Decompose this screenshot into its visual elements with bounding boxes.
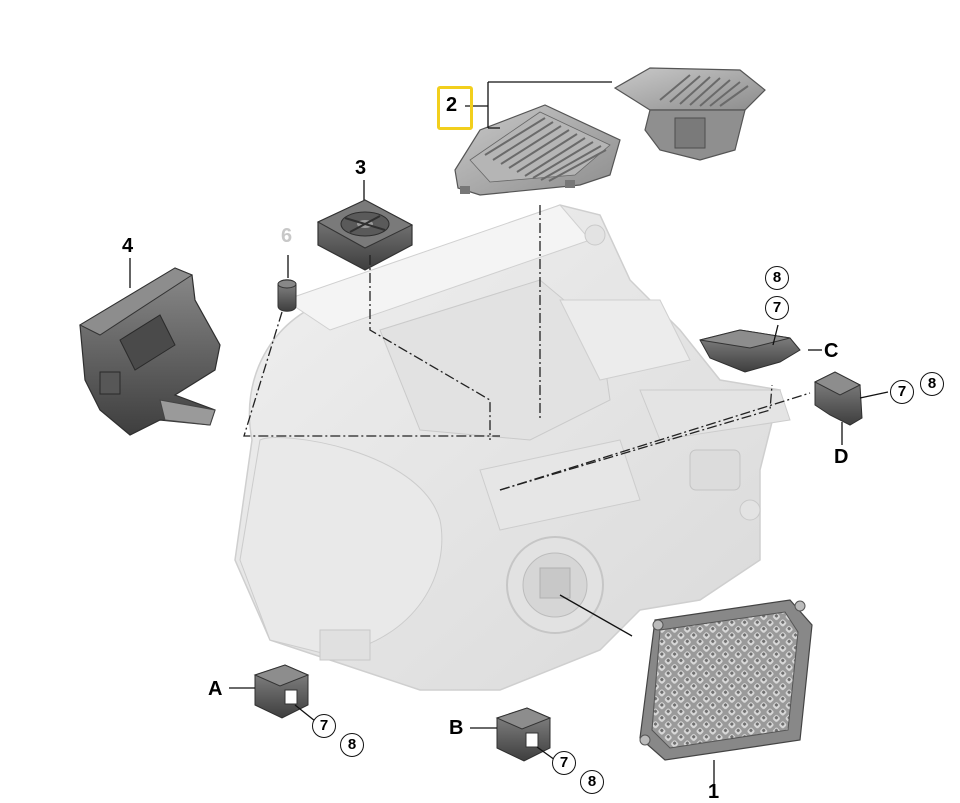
detail-d-label[interactable]: D [834,446,849,468]
part-6-label[interactable]: 6 [281,225,293,247]
leader-lines [129,81,822,795]
part-2-cover-large [454,104,621,196]
detail-a-clip [229,664,321,726]
part-2-highlight [437,86,473,130]
callout-8-c[interactable]: 8 [765,266,789,290]
part-2-label[interactable]: 2 [446,94,458,116]
callout-7-d[interactable]: 7 [890,380,914,404]
part-6-plug [277,279,297,312]
detail-c-connector [699,324,801,373]
callout-8-a[interactable]: 8 [340,733,364,757]
dash-dot-lines [243,205,811,491]
part-1-control-module [639,599,813,761]
part-1-label[interactable]: 1 [708,781,720,803]
detail-c-label[interactable]: C [824,340,839,362]
detail-a-label[interactable]: A [208,678,223,700]
callout-7-c[interactable]: 7 [765,296,789,320]
detail-b-clip [470,707,556,762]
callout-8-d[interactable]: 8 [920,372,944,396]
part-3-label[interactable]: 3 [355,157,367,179]
detail-b-label[interactable]: B [449,717,464,739]
part-3-fan [316,199,414,271]
part-4-label[interactable]: 4 [122,235,134,257]
callout-7-b[interactable]: 7 [552,751,576,775]
part-4-bracket [78,267,221,436]
callout-7-a[interactable]: 7 [312,714,336,738]
headlight-housing [234,204,791,691]
callout-8-b[interactable]: 8 [580,770,604,794]
part-2-cover-small [613,67,766,161]
detail-d-bracket [813,371,889,445]
